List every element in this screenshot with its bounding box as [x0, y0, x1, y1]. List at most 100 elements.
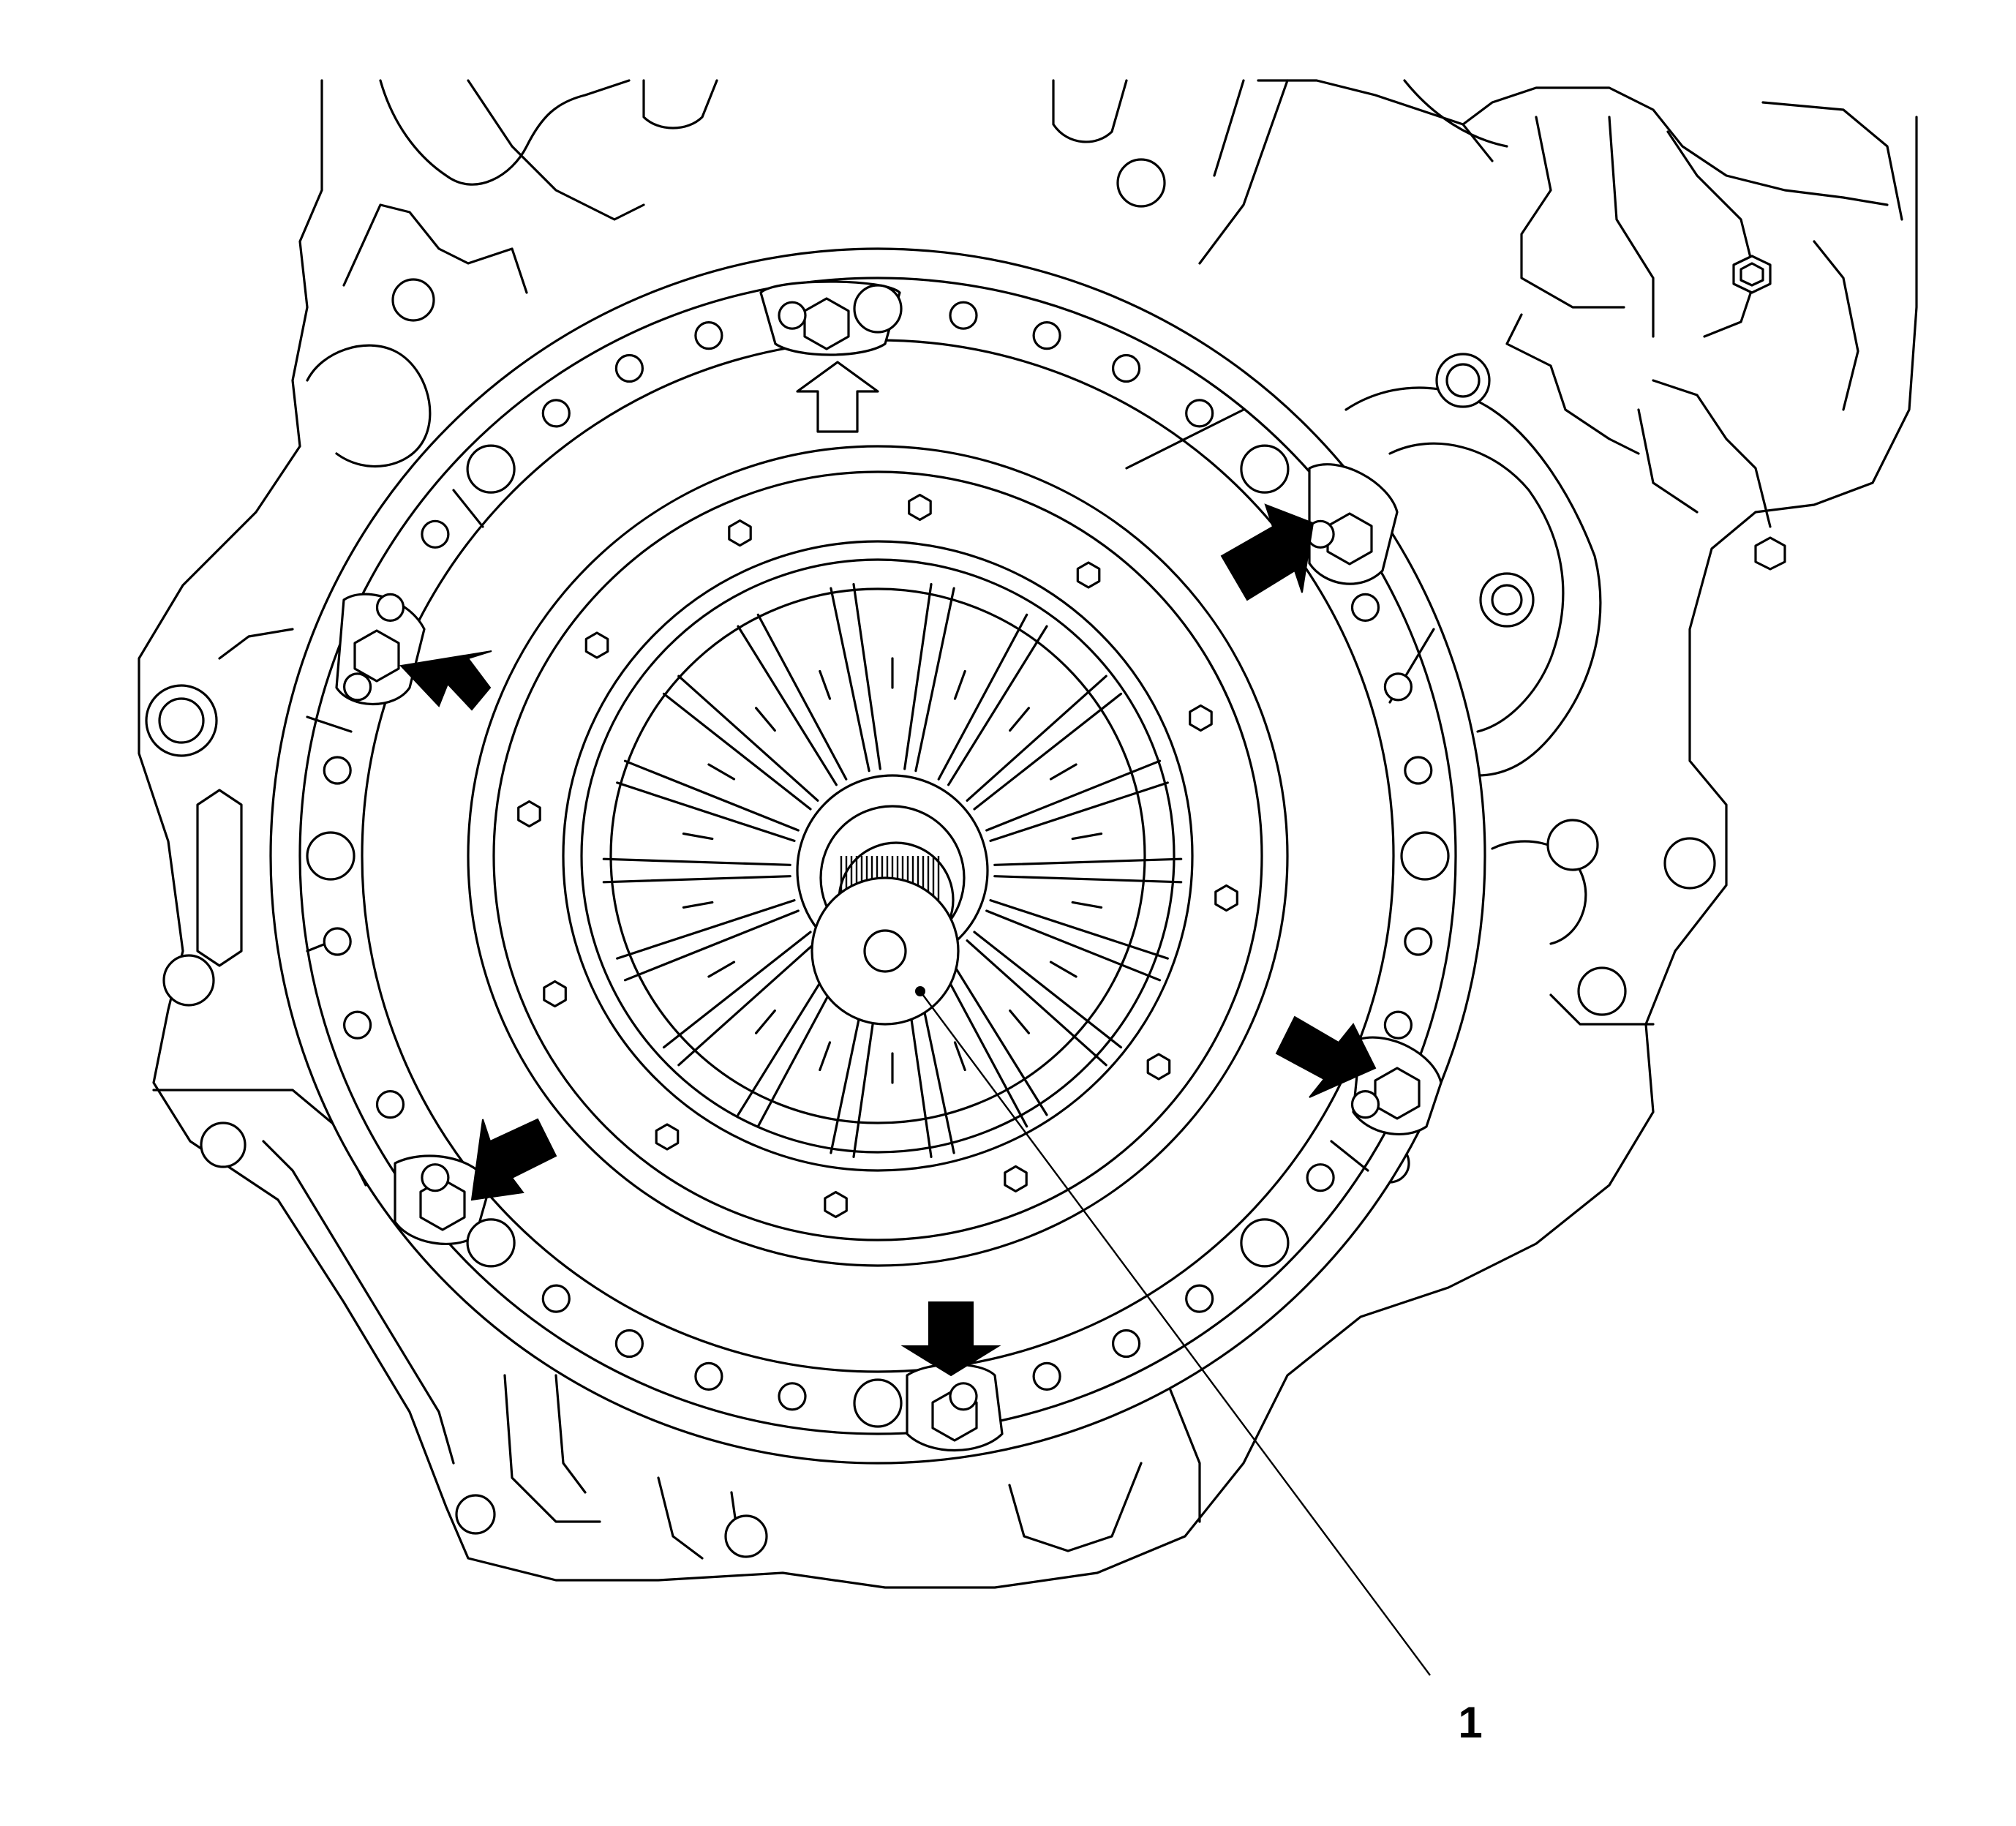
- rivet-hole: [853, 1378, 903, 1428]
- spring-finger: [937, 613, 1048, 786]
- rivet-hole: [421, 1163, 450, 1192]
- rivet-hole: [343, 672, 372, 702]
- rivet-hole: [375, 593, 405, 623]
- rivet-hole: [1306, 1163, 1335, 1192]
- finger-slot-mark: [1009, 707, 1030, 732]
- spring-finger: [737, 613, 848, 786]
- spring-finger: [616, 899, 800, 982]
- rivet-hole: [694, 1361, 723, 1391]
- bolt-lower-left: [419, 1178, 466, 1231]
- finger-slot-mark: [1009, 1009, 1030, 1034]
- rivet-hole: [949, 301, 978, 330]
- inner-ring-bolt: [728, 519, 752, 547]
- rivet-hole: [466, 1218, 516, 1268]
- rivet-hole: [1400, 831, 1450, 881]
- rivet-hole: [853, 284, 903, 334]
- inner-ring-bolt: [1004, 1165, 1028, 1193]
- cover-rivets: [306, 284, 1450, 1428]
- solid-arrow-left: [399, 650, 492, 711]
- spring-finger: [616, 759, 800, 842]
- rivet-hole: [541, 1284, 571, 1313]
- callout-1: 1: [919, 991, 1483, 1747]
- spring-finger: [662, 931, 819, 1067]
- rivet-hole: [343, 1010, 372, 1040]
- finger-slot-mark: [953, 669, 966, 700]
- finger-slot-mark: [755, 707, 776, 732]
- bolt-upper-right: [1326, 512, 1373, 566]
- rivet-hole: [1240, 444, 1290, 494]
- rivet-hole: [323, 756, 352, 785]
- bolt-top: [803, 297, 850, 350]
- solid-arrow-upper-right: [1220, 503, 1314, 601]
- finger-slot-mark: [682, 833, 714, 841]
- finger-slot-mark: [1071, 833, 1103, 841]
- inner-ring-bolt: [1214, 884, 1238, 912]
- spring-finger: [985, 899, 1169, 982]
- clutch-hub: [796, 774, 989, 1026]
- rivet-hole: [694, 321, 723, 350]
- inner-ring-bolt: [584, 631, 609, 659]
- rivet-hole: [949, 1382, 978, 1411]
- rivet-hole: [1383, 1010, 1413, 1040]
- finger-slot-mark: [707, 763, 736, 781]
- inner-ring-bolt: [543, 980, 567, 1008]
- spring-finger: [602, 857, 791, 884]
- finger-slot-mark: [1071, 901, 1103, 909]
- direction-arrows: [399, 361, 1377, 1377]
- rivet-hole: [778, 1382, 807, 1411]
- inner-ring-bolt: [908, 493, 932, 522]
- finger-slot-mark: [953, 1041, 966, 1072]
- engine-housing: [138, 79, 1918, 1589]
- rivet-hole: [1111, 1329, 1141, 1359]
- finger-slot-mark: [819, 1041, 832, 1072]
- spring-finger: [937, 955, 1048, 1128]
- rivet-hole: [1111, 353, 1141, 383]
- rivet-hole: [541, 399, 571, 428]
- spring-finger: [830, 583, 881, 773]
- rivet-hole: [1404, 756, 1433, 785]
- inner-ring-bolt: [824, 1190, 848, 1219]
- finger-slot-mark: [1049, 763, 1077, 781]
- rivet-hole: [1350, 593, 1380, 623]
- bolt-left: [353, 629, 400, 683]
- open-arrow-up: [796, 361, 879, 433]
- bolt-lower-right: [1374, 1067, 1421, 1120]
- solid-arrow-lower-right: [1275, 1015, 1377, 1098]
- inner-ring-bolt: [517, 800, 541, 828]
- rivet-hole: [421, 519, 450, 549]
- solid-arrow-lower-left: [470, 1118, 557, 1201]
- finger-slot-mark: [682, 901, 714, 909]
- rivet-hole: [375, 1089, 405, 1119]
- spring-finger: [903, 583, 955, 773]
- rivet-hole: [614, 353, 644, 383]
- inner-ring-bolt: [655, 1123, 680, 1151]
- rivet-hole: [1185, 1284, 1214, 1313]
- rivet-hole: [466, 444, 516, 494]
- rivet-hole: [778, 301, 807, 330]
- spring-finger: [662, 675, 819, 811]
- finger-slot-mark: [707, 961, 736, 978]
- rivet-hole: [1383, 672, 1413, 702]
- rivet-hole: [1032, 321, 1061, 350]
- rivet-hole: [614, 1329, 644, 1359]
- rivet-hole: [1185, 399, 1214, 428]
- finger-slot-mark: [1049, 961, 1077, 978]
- rivet-hole: [306, 831, 356, 881]
- leader-line: [919, 991, 1431, 1676]
- inner-ring-bolt: [1076, 561, 1101, 589]
- finger-slot-mark: [819, 669, 832, 700]
- finger-slot-mark: [755, 1009, 776, 1034]
- spring-finger: [985, 759, 1169, 842]
- rivet-hole: [1404, 927, 1433, 956]
- solid-arrow-bottom: [900, 1301, 1001, 1377]
- callout-label: 1: [1458, 1698, 1482, 1747]
- inner-ring-bolt: [1189, 704, 1213, 732]
- rivet-hole: [1032, 1361, 1061, 1391]
- rivet-hole: [323, 927, 352, 956]
- spring-finger: [966, 931, 1123, 1067]
- spring-finger: [966, 675, 1123, 811]
- rivet-hole: [1240, 1218, 1290, 1268]
- rivet-hole: [1350, 1089, 1380, 1119]
